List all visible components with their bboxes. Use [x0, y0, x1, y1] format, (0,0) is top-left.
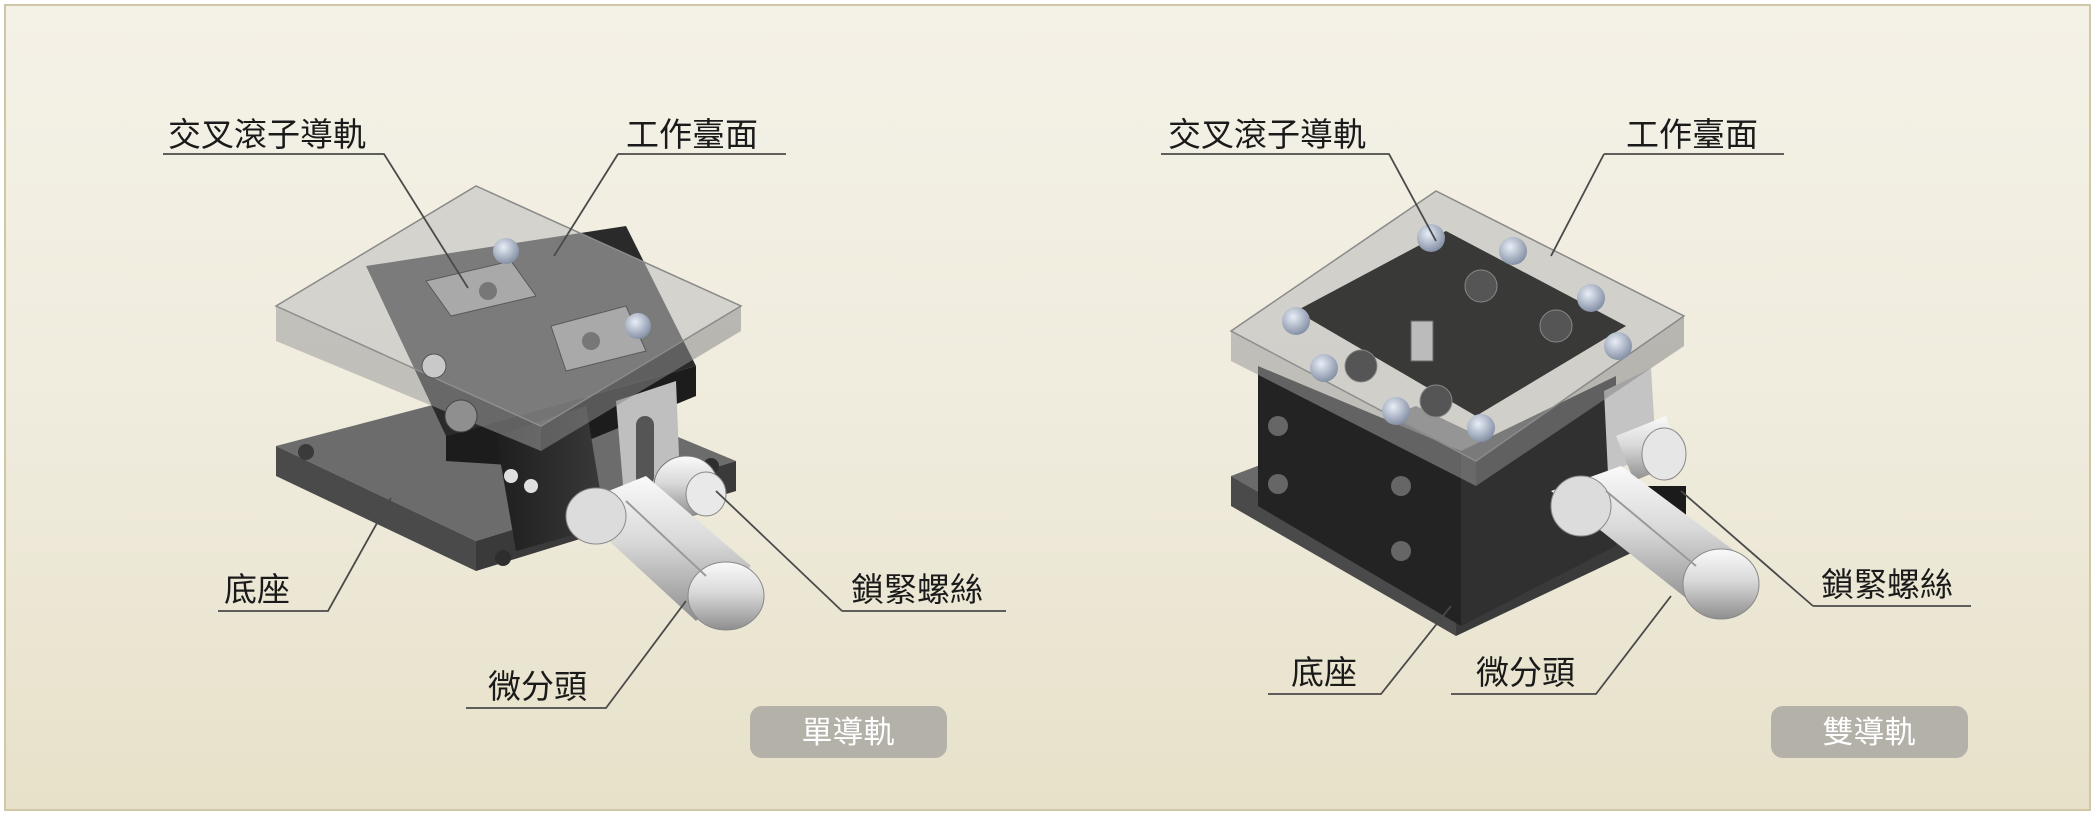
figure-frame: 交叉滾子導軌 工作臺面 底座 微分頭 鎖緊螺絲 交叉滾子導軌 工作臺面 底座 微… — [4, 4, 2091, 811]
badge-double-rail: 雙導軌 — [1771, 706, 1968, 758]
cap-screws — [421, 238, 651, 433]
label-cross-roller-rail-right: 交叉滾子導軌 — [1168, 115, 1366, 154]
worktable-transparent — [1229, 190, 1686, 486]
leader-lines-right — [1161, 153, 1971, 695]
label-base-left: 底座 — [224, 570, 290, 609]
single-rail-stage — [274, 185, 765, 631]
diagram-canvas: 交叉滾子導軌 工作臺面 底座 微分頭 鎖緊螺絲 交叉滾子導軌 工作臺面 底座 微… — [163, 115, 1971, 758]
badge-double-rail-text: 雙導軌 — [1823, 715, 1916, 751]
label-lock-screw-right: 鎖緊螺絲 — [1821, 565, 1953, 604]
double-rail-stage — [1229, 190, 1760, 636]
cross-roller-rail — [1344, 269, 1573, 418]
label-micrometer-right: 微分頭 — [1476, 653, 1575, 692]
micrometer-head — [1550, 466, 1760, 620]
badge-single-rail: 單導軌 — [750, 706, 947, 758]
micrometer-head — [565, 476, 765, 631]
label-worktable-left: 工作臺面 — [626, 115, 758, 154]
leader-lines-left — [163, 153, 1006, 709]
label-lock-screw-left: 鎖緊螺絲 — [851, 570, 983, 609]
label-worktable-right: 工作臺面 — [1626, 115, 1758, 154]
cross-roller-rail — [425, 260, 647, 372]
label-cross-roller-rail-left: 交叉滾子導軌 — [168, 115, 366, 154]
badge-single-rail-text: 單導軌 — [802, 715, 895, 751]
label-base-right: 底座 — [1291, 653, 1357, 692]
label-micrometer-left: 微分頭 — [488, 667, 587, 706]
cap-screws — [1282, 224, 1632, 442]
